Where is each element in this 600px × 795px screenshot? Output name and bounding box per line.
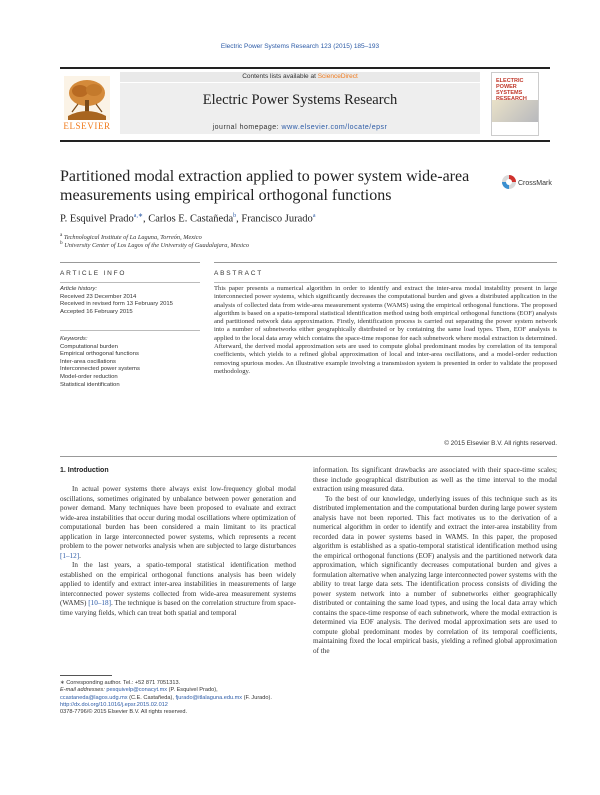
body-paragraph: information. Its significant drawbacks a… <box>313 466 557 495</box>
keyword-item: Empirical orthogonal functions <box>60 351 139 358</box>
author-list: P. Esquivel Pradoa,∗, Carlos E. Castañed… <box>60 213 316 225</box>
keywords-label: Keywords: <box>60 336 88 342</box>
body-paragraph: To the best of our knowledge, underlying… <box>313 495 557 657</box>
masthead-bottom-rule <box>60 140 550 142</box>
homepage-url[interactable]: www.elsevier.com/locate/epsr <box>281 124 388 131</box>
email-link[interactable]: ccastaneda@lagos.udg.mx <box>60 694 128 701</box>
author-name[interactable]: Carlos E. Castañeda <box>148 213 234 225</box>
affiliation: b University Center of Los Lagos of the … <box>60 240 249 249</box>
keywords-block: Keywords: Computational burden Empirical… <box>60 336 200 389</box>
contents-bar <box>120 72 480 82</box>
article-info-divider <box>60 282 200 283</box>
body-right-column: information. Its significant drawbacks a… <box>313 466 557 656</box>
abstract-rule <box>214 262 557 263</box>
cover-title: ELECTRIC POWER SYSTEMS RESEARCH <box>496 78 527 102</box>
history-entry: Received in revised form 13 February 201… <box>60 301 173 308</box>
affiliation-mark: a <box>60 232 63 238</box>
keyword-item: Model-order reduction <box>60 373 118 380</box>
body-text: . The technique is based on the correlat… <box>60 599 296 617</box>
body-left-column: In actual power systems there always exi… <box>60 485 296 618</box>
section-heading-introduction: 1. Introduction <box>60 467 109 474</box>
email-owner: (P. Esquivel Prado), <box>167 687 218 694</box>
affiliation: a Technological Institute of La Laguna, … <box>60 232 202 241</box>
journal-cover-thumbnail[interactable]: ELECTRIC POWER SYSTEMS RESEARCH <box>491 72 539 136</box>
masthead-top-rule <box>60 67 550 69</box>
history-keywords-divider <box>60 330 200 331</box>
keyword-item: Interconnected power systems <box>60 366 140 373</box>
body-paragraph: In actual power systems there always exi… <box>60 485 296 561</box>
corresponding-author-note: ∗ Corresponding author. Tel.: +52 871 70… <box>60 680 181 686</box>
email-addresses: E-mail addresses: pesquivelp@conacyt.mx … <box>60 687 296 694</box>
email-owner: (F. Jurado). <box>242 694 272 701</box>
email-owner: (C.E. Castañeda), <box>127 694 176 701</box>
article-info-rule <box>60 262 200 263</box>
abstract-text: This paper presents a numerical algorith… <box>214 285 557 375</box>
abstract-heading: ABSTRACT <box>214 270 264 277</box>
affiliation-mark: b <box>60 240 63 246</box>
keyword-item: Computational burden <box>60 343 118 350</box>
citation-link[interactable]: [1–12] <box>60 551 80 560</box>
email-link[interactable]: pesquivelp@conacyt.mx <box>106 687 168 694</box>
affiliation-text: University Center of Los Lagos of the Un… <box>64 242 250 250</box>
abstract-bottom-rule <box>60 456 557 457</box>
journal-title: Electric Power Systems Research <box>202 92 398 108</box>
citation-link[interactable]: [10–18] <box>88 599 111 607</box>
email-label: E-mail addresses: <box>60 687 107 694</box>
journal-citation[interactable]: Electric Power Systems Research 123 (201… <box>220 43 380 50</box>
body-text: In actual power systems there always exi… <box>60 485 296 550</box>
doi-link[interactable]: http://dx.doi.org/10.1016/j.epsr.2015.02… <box>60 701 168 708</box>
contents-prefix: Contents lists available at <box>242 73 318 80</box>
sciencedirect-link[interactable]: ScienceDirect <box>317 73 358 80</box>
elsevier-tree-logo-icon <box>64 76 110 120</box>
article-info-heading: ARTICLE INFO <box>60 270 127 277</box>
affiliation-text: Technological Institute of La Laguna, To… <box>63 234 202 242</box>
homepage-label: journal homepage: <box>212 124 282 131</box>
history-entry: Received 23 December 2014 <box>60 293 137 300</box>
journal-banner <box>120 83 480 134</box>
article-history: Article history: Received 23 December 20… <box>60 286 200 316</box>
history-entry: Accepted 16 February 2015 <box>60 308 133 315</box>
author-name[interactable]: P. Esquivel Prado <box>60 213 134 225</box>
body-text: information. Its significant drawbacks a… <box>313 466 557 493</box>
email-addresses-cont: ccastaneda@lagos.udg.mx (C.E. Castañeda)… <box>60 695 296 702</box>
history-label: Article history: <box>60 286 97 292</box>
cover-image <box>492 100 538 122</box>
body-paragraph: In the last years, a spatio-temporal sta… <box>60 561 296 618</box>
elsevier-wordmark: ELSEVIER <box>63 121 111 131</box>
contents-available-line: Contents lists available at ScienceDirec… <box>120 72 480 82</box>
crossmark-icon[interactable]: CrossMark <box>501 174 557 190</box>
footnote-rule <box>60 675 112 676</box>
author-marks[interactable]: a,∗ <box>133 213 143 219</box>
author-name[interactable]: Francisco Jurado <box>241 213 313 225</box>
body-text: . <box>79 551 81 560</box>
article-title: Partitioned modal extraction applied to … <box>60 168 470 204</box>
issn-line: 0378-7796/© 2015 Elsevier B.V. All right… <box>60 709 188 716</box>
author-marks[interactable]: a <box>312 213 316 219</box>
abstract-copyright: © 2015 Elsevier B.V. All rights reserved… <box>444 440 557 447</box>
keyword-item: Inter-area oscillations <box>60 358 116 365</box>
author-marks[interactable]: b <box>233 213 237 219</box>
abstract-divider <box>214 282 557 283</box>
email-link[interactable]: fjurado@itlalaguna.edu.mx <box>175 694 243 701</box>
journal-homepage: journal homepage: www.elsevier.com/locat… <box>120 124 480 131</box>
body-text: In the last years, a spatio-temporal sta… <box>60 561 296 607</box>
footnotes: ∗ Corresponding author. Tel.: +52 871 70… <box>60 680 296 716</box>
body-text: To the best of our knowledge, underlying… <box>313 494 557 655</box>
keyword-item: Statistical identification <box>60 381 120 388</box>
crossmark-label: CrossMark <box>518 180 552 187</box>
